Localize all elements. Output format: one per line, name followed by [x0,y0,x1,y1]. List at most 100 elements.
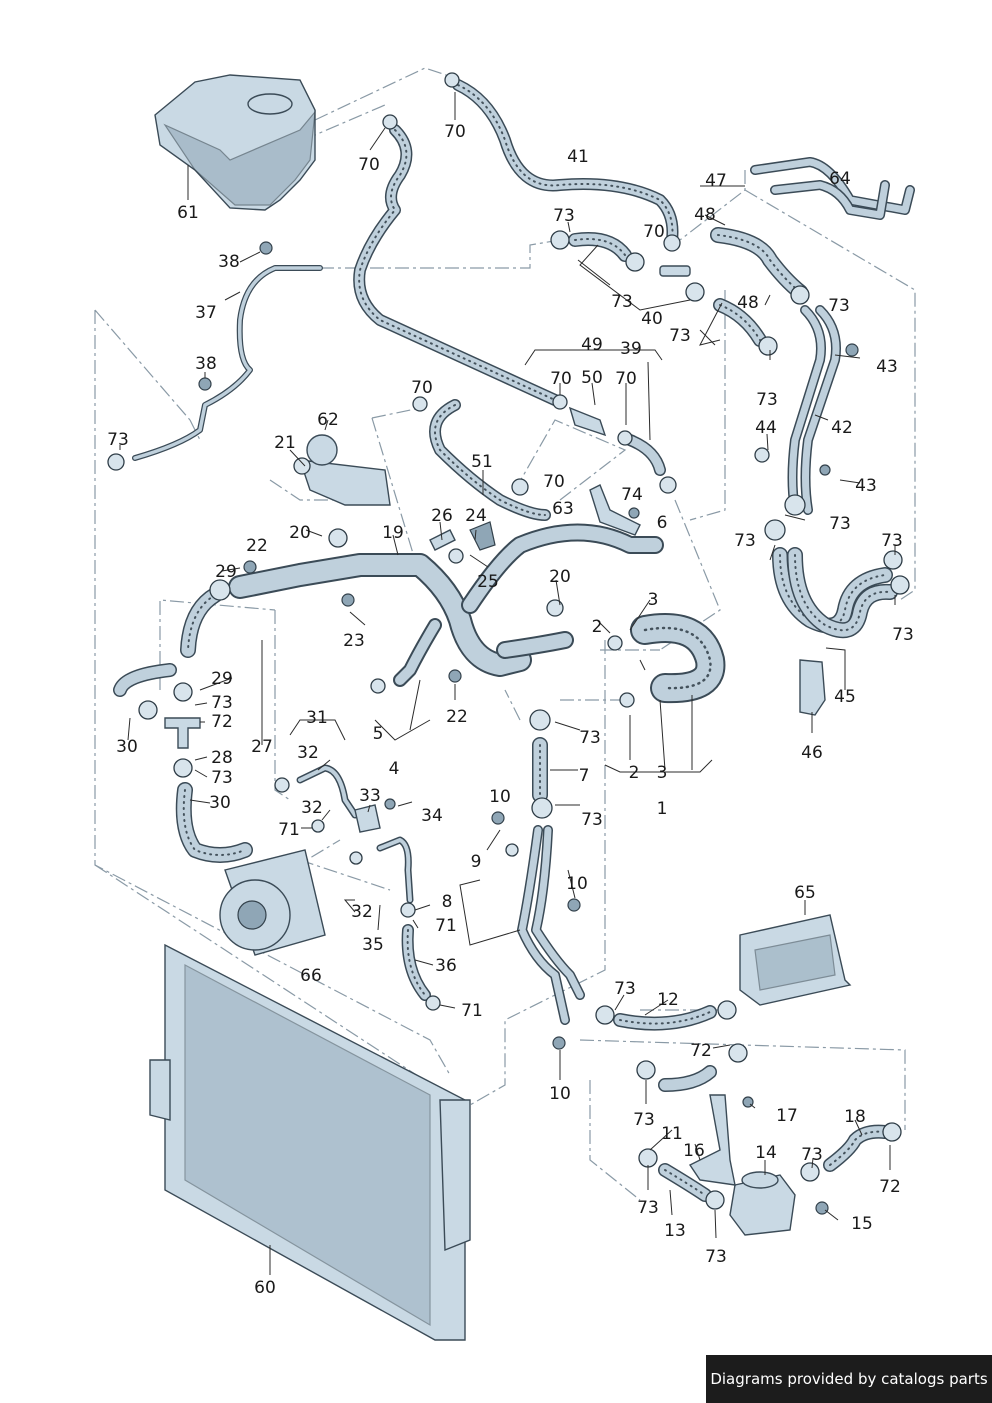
label-20b: 20 [549,567,571,587]
label-10a: 10 [489,787,511,807]
label-61: 61 [177,203,199,223]
label-50: 50 [581,368,603,388]
label-32b: 32 [301,798,323,818]
label-32c: 32 [351,902,373,922]
label-22a: 22 [246,536,268,556]
label-25: 25 [477,572,499,592]
label-71b: 71 [435,916,457,936]
label-38b: 38 [195,354,217,374]
label-73s: 73 [801,1145,823,1165]
label-11: 11 [661,1124,683,1144]
label-73o: 73 [614,979,636,999]
label-19: 19 [382,523,404,543]
label-26: 26 [431,506,453,526]
label-70a: 70 [444,122,466,142]
label-46: 46 [801,743,823,763]
label-49: 49 [581,335,603,355]
label-60: 60 [254,1278,276,1298]
label-66: 66 [300,966,322,986]
label-73q: 73 [637,1198,659,1218]
label-73a: 73 [553,206,575,226]
label-73b: 73 [611,292,633,312]
label-18: 18 [844,1107,866,1127]
label-34: 34 [421,806,443,826]
label-39: 39 [620,339,642,359]
label-2b: 2 [629,763,640,783]
label-70c: 70 [643,222,665,242]
bolts [198,241,859,1215]
label-35: 35 [362,935,384,955]
label-3: 3 [648,590,659,610]
reference-lines [94,67,916,1201]
label-71c: 71 [461,1001,483,1021]
label-48a: 48 [694,205,716,225]
label-17: 17 [776,1106,798,1126]
label-45: 45 [834,687,856,707]
label-72b: 72 [690,1041,712,1061]
label-73n: 73 [581,810,603,830]
label-70g: 70 [543,472,565,492]
label-9: 9 [471,852,482,872]
label-73r: 73 [705,1247,727,1267]
label-12: 12 [657,990,679,1010]
label-70e: 70 [550,369,572,389]
components [149,74,852,1341]
label-73g: 73 [829,514,851,534]
label-30a: 30 [116,737,138,757]
label-73f: 73 [107,430,129,450]
label-72c: 72 [879,1177,901,1197]
label-14: 14 [755,1143,777,1163]
label-73e: 73 [756,390,778,410]
label-63: 63 [552,499,574,519]
label-73p: 73 [633,1110,655,1130]
label-28: 28 [211,748,233,768]
label-4: 4 [389,759,400,779]
label-62: 62 [317,410,339,430]
label-16: 16 [683,1141,705,1161]
credit-banner: Diagrams provided by catalogs parts [706,1355,992,1403]
hose-clamps [107,72,910,1210]
label-73h: 73 [734,531,756,551]
label-38a: 38 [218,252,240,272]
label-36: 36 [435,956,457,976]
label-70f: 70 [615,369,637,389]
label-7: 7 [579,766,590,786]
label-32a: 32 [297,743,319,763]
label-72a: 72 [211,712,233,732]
label-73j: 73 [892,625,914,645]
label-29a: 29 [215,562,237,582]
label-73k: 73 [211,693,233,713]
hoses [113,79,915,1202]
label-29b: 29 [211,669,233,689]
label-73d: 73 [828,296,850,316]
label-20a: 20 [289,523,311,543]
label-65: 65 [794,883,816,903]
label-23: 23 [343,631,365,651]
label-47: 47 [705,171,727,191]
label-44: 44 [755,418,777,438]
label-5: 5 [373,724,384,744]
label-64: 64 [829,169,851,189]
label-27: 27 [251,737,273,757]
label-30b: 30 [209,793,231,813]
label-43a: 43 [876,357,898,377]
label-71a: 71 [278,820,300,840]
label-1: 1 [657,799,668,819]
label-31: 31 [306,708,328,728]
label-42: 42 [831,418,853,438]
label-13: 13 [664,1221,686,1241]
label-2: 2 [592,617,603,637]
label-37: 37 [195,303,217,323]
label-48b: 48 [737,293,759,313]
label-70d: 70 [411,378,433,398]
label-73m: 73 [579,728,601,748]
label-10c: 10 [549,1084,571,1104]
label-51: 51 [471,452,493,472]
label-22b: 22 [446,707,468,727]
label-24: 24 [465,506,487,526]
leader-lines [119,92,896,1275]
label-43b: 43 [855,476,877,496]
label-41: 41 [567,147,589,167]
